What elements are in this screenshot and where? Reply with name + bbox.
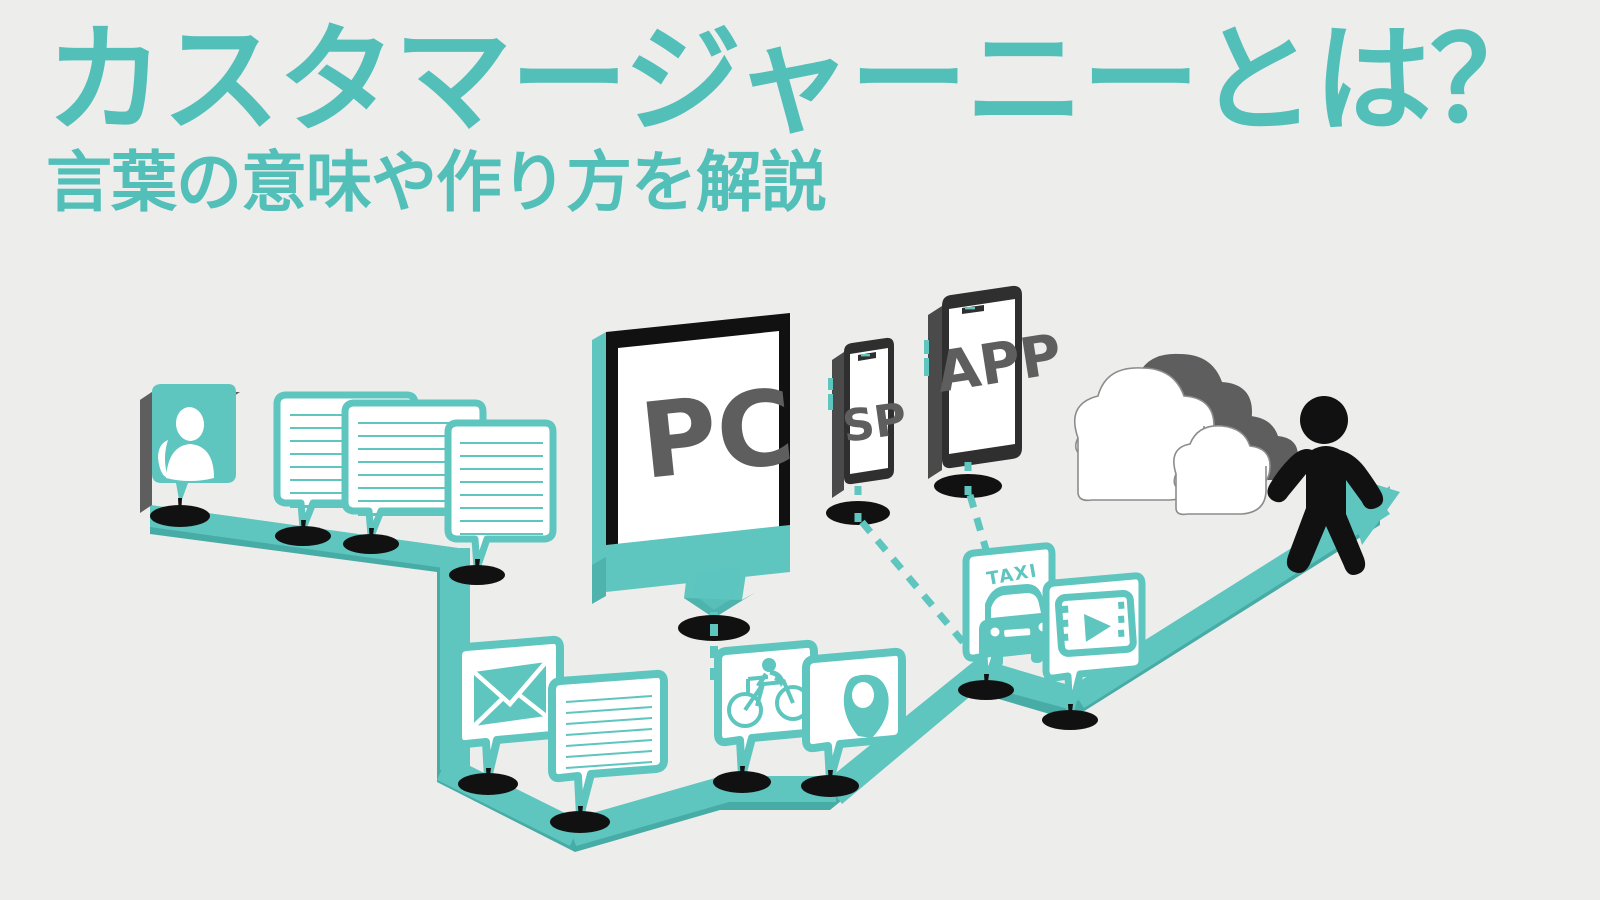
journey-path [150, 470, 1400, 852]
heading-block: カスタマージャーニーとは？ 言葉の意味や作り方を解説 [46, 11, 1548, 222]
document-card [548, 669, 668, 820]
film-play-icon [1054, 589, 1137, 657]
touchpoint-bicycle[interactable] [713, 639, 818, 793]
touchpoint-map-pin[interactable] [801, 647, 906, 797]
envelope-icon [472, 660, 548, 728]
cloud-large [1073, 353, 1252, 502]
sp-link-line [859, 519, 971, 651]
touchpoint-persona[interactable] [140, 384, 240, 527]
page-title: カスタマージャーニーとは？ [46, 11, 1548, 149]
walking-person-icon [1267, 396, 1384, 575]
page-subtitle: 言葉の意味や作り方を解説 [46, 144, 827, 222]
location-pin-icon [843, 674, 889, 738]
taxi-car-icon [979, 584, 1055, 667]
touchpoint-taxi[interactable]: TAXI [958, 542, 1056, 700]
touchpoint-video[interactable] [1042, 572, 1146, 730]
person-avatar-icon [158, 407, 214, 481]
sp-label: SP [839, 393, 909, 452]
touchpoint-document-4[interactable] [548, 669, 668, 833]
device-sp-phone[interactable]: SP [826, 337, 971, 651]
cloud-small [1173, 415, 1298, 516]
document-lines-icon [460, 441, 543, 536]
touchpoint-document-3[interactable] [444, 419, 557, 585]
touchpoint-mail[interactable] [454, 635, 564, 795]
device-app-tablet[interactable]: APP [924, 285, 1066, 571]
document-lines-icon [565, 694, 653, 770]
pc-label: PC [635, 366, 799, 503]
video-card [1042, 572, 1146, 718]
device-pc-monitor[interactable]: PC [592, 313, 799, 686]
